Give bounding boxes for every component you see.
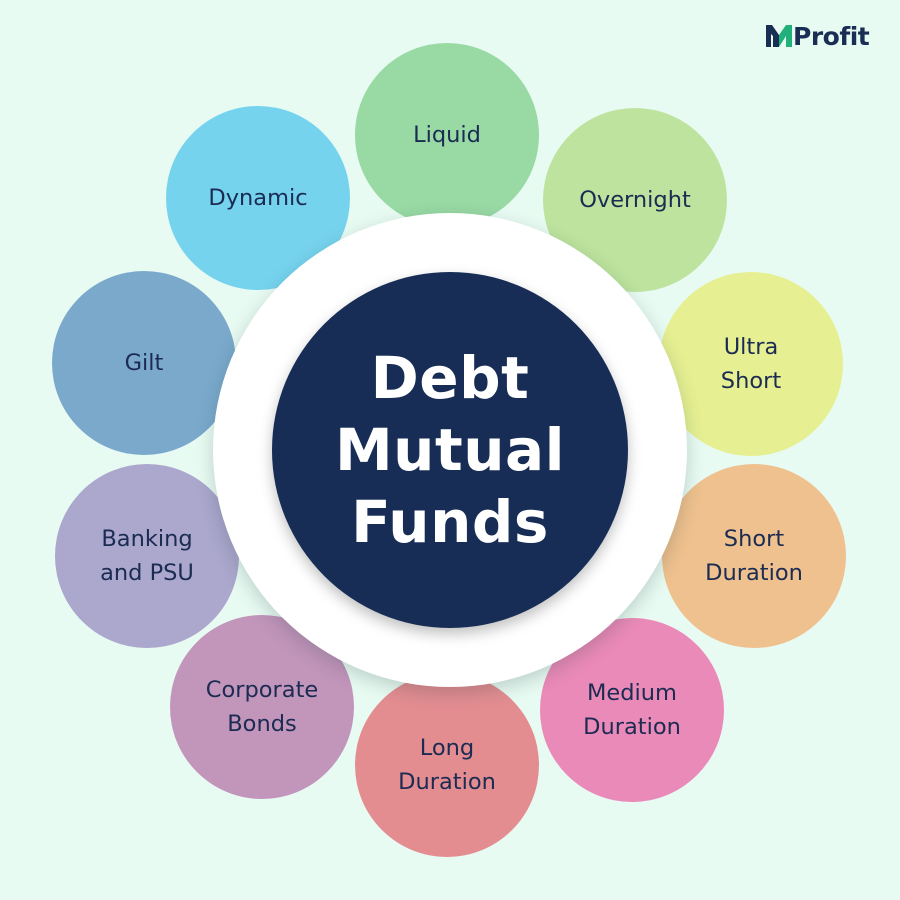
category-label: Banking and PSU: [100, 522, 194, 590]
category-label-line: Banking: [101, 526, 193, 552]
category-label-line: Duration: [583, 714, 681, 740]
category-label-line: Long: [419, 735, 475, 761]
category-label-line: Dynamic: [208, 185, 308, 211]
category-circle-gilt: Gilt: [52, 271, 236, 455]
category-label-line: Short: [720, 368, 782, 394]
category-label: Dynamic: [208, 181, 307, 215]
category-label-line: Ultra: [723, 334, 779, 360]
center-title-circle: Debt Mutual Funds: [272, 272, 628, 628]
category-label: Liquid: [413, 118, 481, 152]
category-label: Gilt: [125, 346, 164, 380]
category-label-line: Duration: [705, 560, 803, 586]
category-label-line: Medium: [587, 680, 677, 706]
category-label: Overnight: [579, 183, 691, 217]
mprofit-logo: Profit: [766, 20, 870, 52]
mprofit-m-mark-icon: [766, 25, 792, 47]
category-label-line: Duration: [398, 769, 496, 795]
center-title-line-3: Funds: [351, 488, 549, 556]
category-label-line: Overnight: [579, 187, 691, 213]
category-circle-banking-and-psu: Banking and PSU: [55, 464, 239, 648]
category-label-line: Liquid: [413, 122, 481, 148]
category-label-line: Corporate: [205, 677, 319, 703]
category-label-line: Bonds: [227, 711, 297, 737]
category-label-line: Gilt: [124, 350, 164, 376]
category-label-line: Short: [723, 526, 785, 552]
brand-name: Profit: [793, 21, 870, 51]
category-label-line: and PSU: [100, 560, 194, 586]
center-title-line-1: Debt: [370, 344, 530, 412]
center-title-line-2: Mutual: [334, 416, 566, 484]
category-circle-liquid: Liquid: [355, 43, 539, 227]
